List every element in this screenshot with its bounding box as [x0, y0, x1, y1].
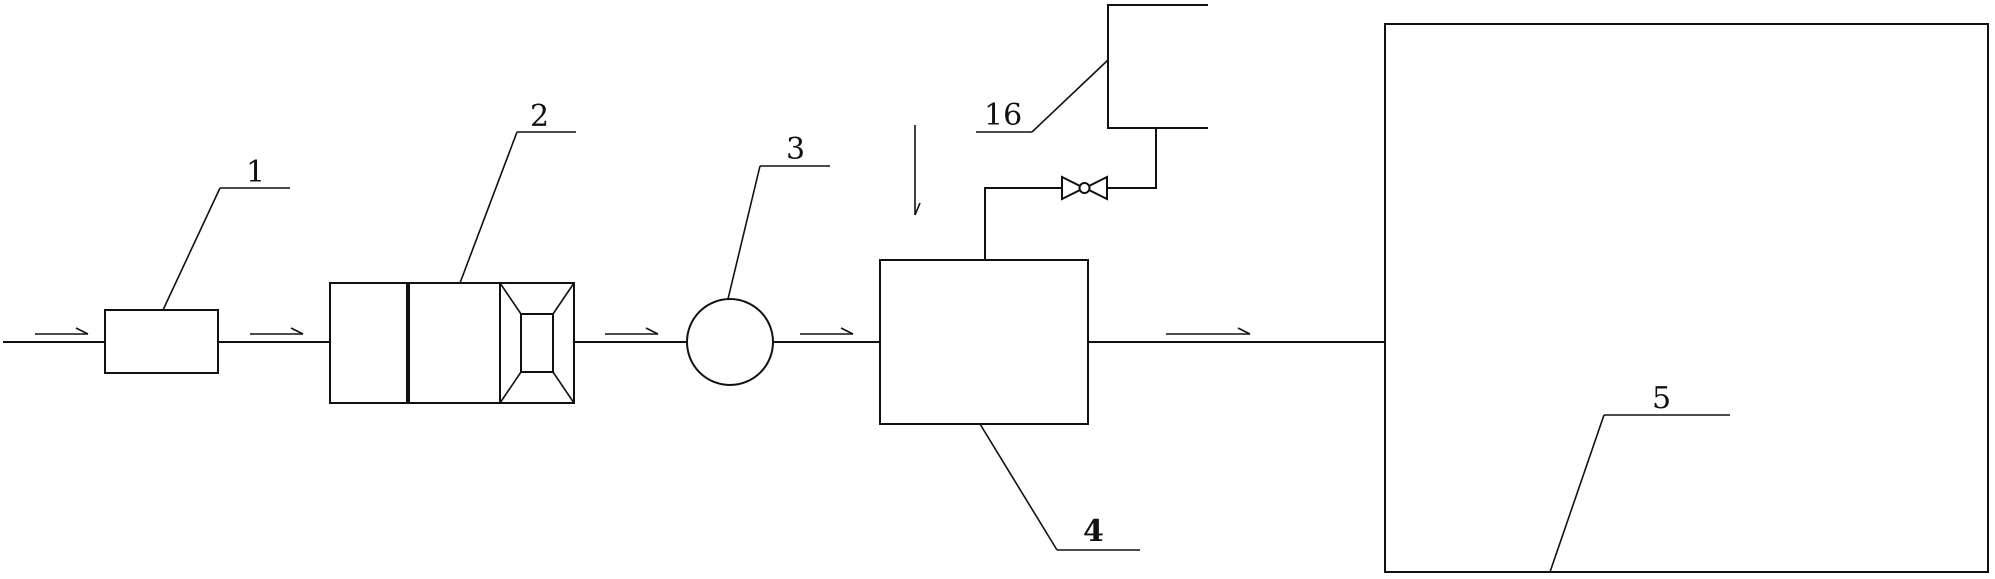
leader-line-16: [1031, 59, 1109, 133]
flow-arrow-icon: [250, 327, 304, 335]
leader-line-1: [162, 187, 221, 311]
flow-arrow-icon: [800, 327, 854, 335]
leader-line-3: [727, 165, 761, 300]
component-5-chamber: [1384, 23, 1989, 573]
component-1-box: [104, 309, 219, 374]
flow-arrow-icon: [35, 327, 89, 335]
label-part-2: 2: [530, 99, 549, 134]
leader-line-5: [1549, 414, 1605, 573]
leader-line-2: [459, 131, 518, 284]
label-part-3: 3: [786, 132, 805, 167]
component-3-circle: [686, 298, 774, 386]
label-part-5: 5: [1652, 381, 1671, 416]
flow-arrow-icon: [1166, 327, 1251, 335]
leader-line-4: [979, 423, 1058, 551]
filter-element-icon: [499, 282, 575, 404]
component-16-tank: [1107, 4, 1208, 129]
flow-arrows: [35, 125, 1251, 335]
feed-pipe: [984, 127, 1157, 261]
flow-arrow-icon: [605, 327, 659, 335]
inlet-arrow-down-icon: [914, 125, 921, 216]
component-4-box: [879, 259, 1089, 425]
valve-icon: [1061, 175, 1108, 201]
label-part-16: 16: [984, 98, 1022, 133]
label-part-4: 4: [1083, 514, 1104, 549]
label-part-1: 1: [246, 155, 265, 190]
component-2-unit: [329, 282, 575, 404]
